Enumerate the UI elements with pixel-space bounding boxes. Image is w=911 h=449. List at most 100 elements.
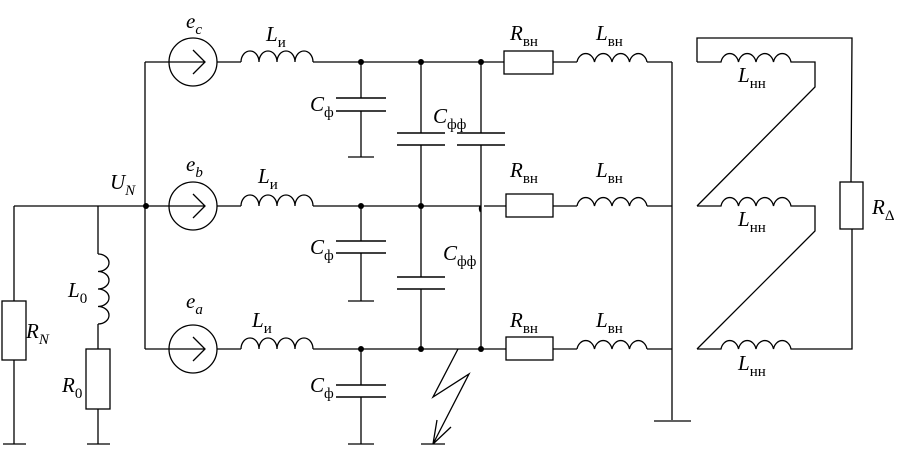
label-lvn-a-sub: вн xyxy=(608,321,623,337)
label-li-a-main: L xyxy=(251,308,264,332)
label-ec-main: e xyxy=(186,9,195,33)
label-rd-main: R xyxy=(871,195,885,219)
inductor-lvn-b xyxy=(576,197,648,207)
label-rn-main: R xyxy=(25,319,39,343)
label-lvn-b-main: L xyxy=(595,158,608,182)
svg-text:Rвн: Rвн xyxy=(509,308,538,337)
label-rd-sub: Δ xyxy=(885,208,895,224)
svg-text:Rвн: Rвн xyxy=(509,158,538,187)
capacitor-cff-3 xyxy=(397,276,445,290)
inductor-lvn-c xyxy=(576,53,648,63)
inductor-li-b xyxy=(240,194,314,207)
capacitor-cf-c xyxy=(336,62,386,158)
svg-text:Lнн: Lнн xyxy=(737,63,766,92)
svg-text:Cф: Cф xyxy=(310,235,334,264)
inductor-l0 xyxy=(97,253,110,325)
label-rvn-a-sub: вн xyxy=(523,321,538,337)
label-r0-sub: 0 xyxy=(75,386,83,402)
label-cf-a-sub: ф xyxy=(324,386,334,402)
label-rvn-c-main: R xyxy=(509,21,523,45)
label-rvn-c-sub: вн xyxy=(523,34,538,50)
resistor-rvn-c xyxy=(503,50,554,75)
label-lnn-2-sub: нн xyxy=(750,220,766,236)
label-lnn-1-main: L xyxy=(737,63,750,87)
label-cff-1-sub: фф xyxy=(447,117,467,133)
label-eb-sub: b xyxy=(195,165,203,181)
label-un-sub: N xyxy=(124,183,136,199)
svg-text:Lи: Lи xyxy=(265,22,286,51)
svg-text:Cф: Cф xyxy=(310,92,334,121)
source-ec xyxy=(168,37,218,87)
label-lvn-a-main: L xyxy=(595,308,608,332)
label-cff-2-main: C xyxy=(443,241,458,265)
fault-arrow-icon xyxy=(421,348,471,445)
label-lvn-b-sub: вн xyxy=(608,171,623,187)
label-cf-c-sub: ф xyxy=(324,105,334,121)
label-rvn-b-sub: вн xyxy=(523,171,538,187)
label-lnn-3-sub: нн xyxy=(750,364,766,380)
label-cff-1-main: C xyxy=(433,104,448,128)
label-l0-sub: 0 xyxy=(80,291,88,307)
svg-text:RN: RN xyxy=(25,319,50,348)
svg-text:UN: UN xyxy=(110,170,136,199)
wires xyxy=(3,61,691,445)
svg-text:L0: L0 xyxy=(67,278,87,307)
capacitor-cff-2 xyxy=(457,132,505,146)
label-li-b-main: L xyxy=(257,164,270,188)
svg-text:Lнн: Lнн xyxy=(737,207,766,236)
label-lnn-1-sub: нн xyxy=(750,76,766,92)
label-lvn-c-main: L xyxy=(595,21,608,45)
svg-text:ec: ec xyxy=(186,9,202,38)
label-li-b-sub: и xyxy=(270,177,278,193)
label-lvn-c-sub: вн xyxy=(608,34,623,50)
labels: ec eb ea UN Lи Lи Lи Cф Cф Cф Cфф Cфф Rв… xyxy=(25,9,895,402)
resistor-rvn-a xyxy=(505,336,554,361)
inductor-li-c xyxy=(240,50,314,63)
capacitor-cf-a xyxy=(336,349,386,445)
capacitor-cff-1 xyxy=(397,132,445,146)
inductor-li-a xyxy=(240,337,314,350)
label-un-main: U xyxy=(110,170,127,194)
label-cf-a-main: C xyxy=(310,373,325,397)
svg-text:Lвн: Lвн xyxy=(595,158,623,187)
resistor-rn xyxy=(1,300,27,361)
label-lnn-3-main: L xyxy=(737,351,750,375)
label-li-c-sub: и xyxy=(278,35,286,51)
svg-text:ea: ea xyxy=(186,289,203,318)
label-rvn-a-main: R xyxy=(509,308,523,332)
label-rn-sub: N xyxy=(38,332,50,348)
label-ea-sub: a xyxy=(195,302,203,318)
svg-text:Cфф: Cфф xyxy=(443,241,477,270)
resistor-rvn-b xyxy=(505,193,554,218)
label-l0-main: L xyxy=(67,278,80,302)
source-ea xyxy=(168,324,218,374)
label-ec-sub: c xyxy=(195,22,202,38)
label-cff-2-sub: фф xyxy=(457,254,477,270)
label-ea-main: e xyxy=(186,289,195,313)
label-li-a-sub: и xyxy=(264,321,272,337)
resistor-rdelta xyxy=(839,181,864,230)
source-eb xyxy=(168,181,218,231)
label-cf-b-main: C xyxy=(310,235,325,259)
svg-text:Lвн: Lвн xyxy=(595,308,623,337)
svg-text:Lи: Lи xyxy=(257,164,278,193)
svg-text:eb: eb xyxy=(186,152,203,181)
label-cf-c-main: C xyxy=(310,92,325,116)
svg-text:Lвн: Lвн xyxy=(595,21,623,50)
label-r0-main: R xyxy=(61,373,75,397)
label-li-c-main: L xyxy=(265,22,278,46)
label-rvn-b-main: R xyxy=(509,158,523,182)
label-eb-main: e xyxy=(186,152,195,176)
svg-text:Rвн: Rвн xyxy=(509,21,538,50)
resistor-r0 xyxy=(85,348,111,410)
inductor-lvn-a xyxy=(576,340,648,350)
svg-text:Lнн: Lнн xyxy=(737,351,766,380)
delta-winding xyxy=(696,37,864,350)
label-lnn-2-main: L xyxy=(737,207,750,231)
svg-text:RΔ: RΔ xyxy=(871,195,895,224)
svg-text:Cф: Cф xyxy=(310,373,334,402)
svg-text:Lи: Lи xyxy=(251,308,272,337)
svg-text:R0: R0 xyxy=(61,373,82,402)
svg-text:Cфф: Cфф xyxy=(433,104,467,133)
